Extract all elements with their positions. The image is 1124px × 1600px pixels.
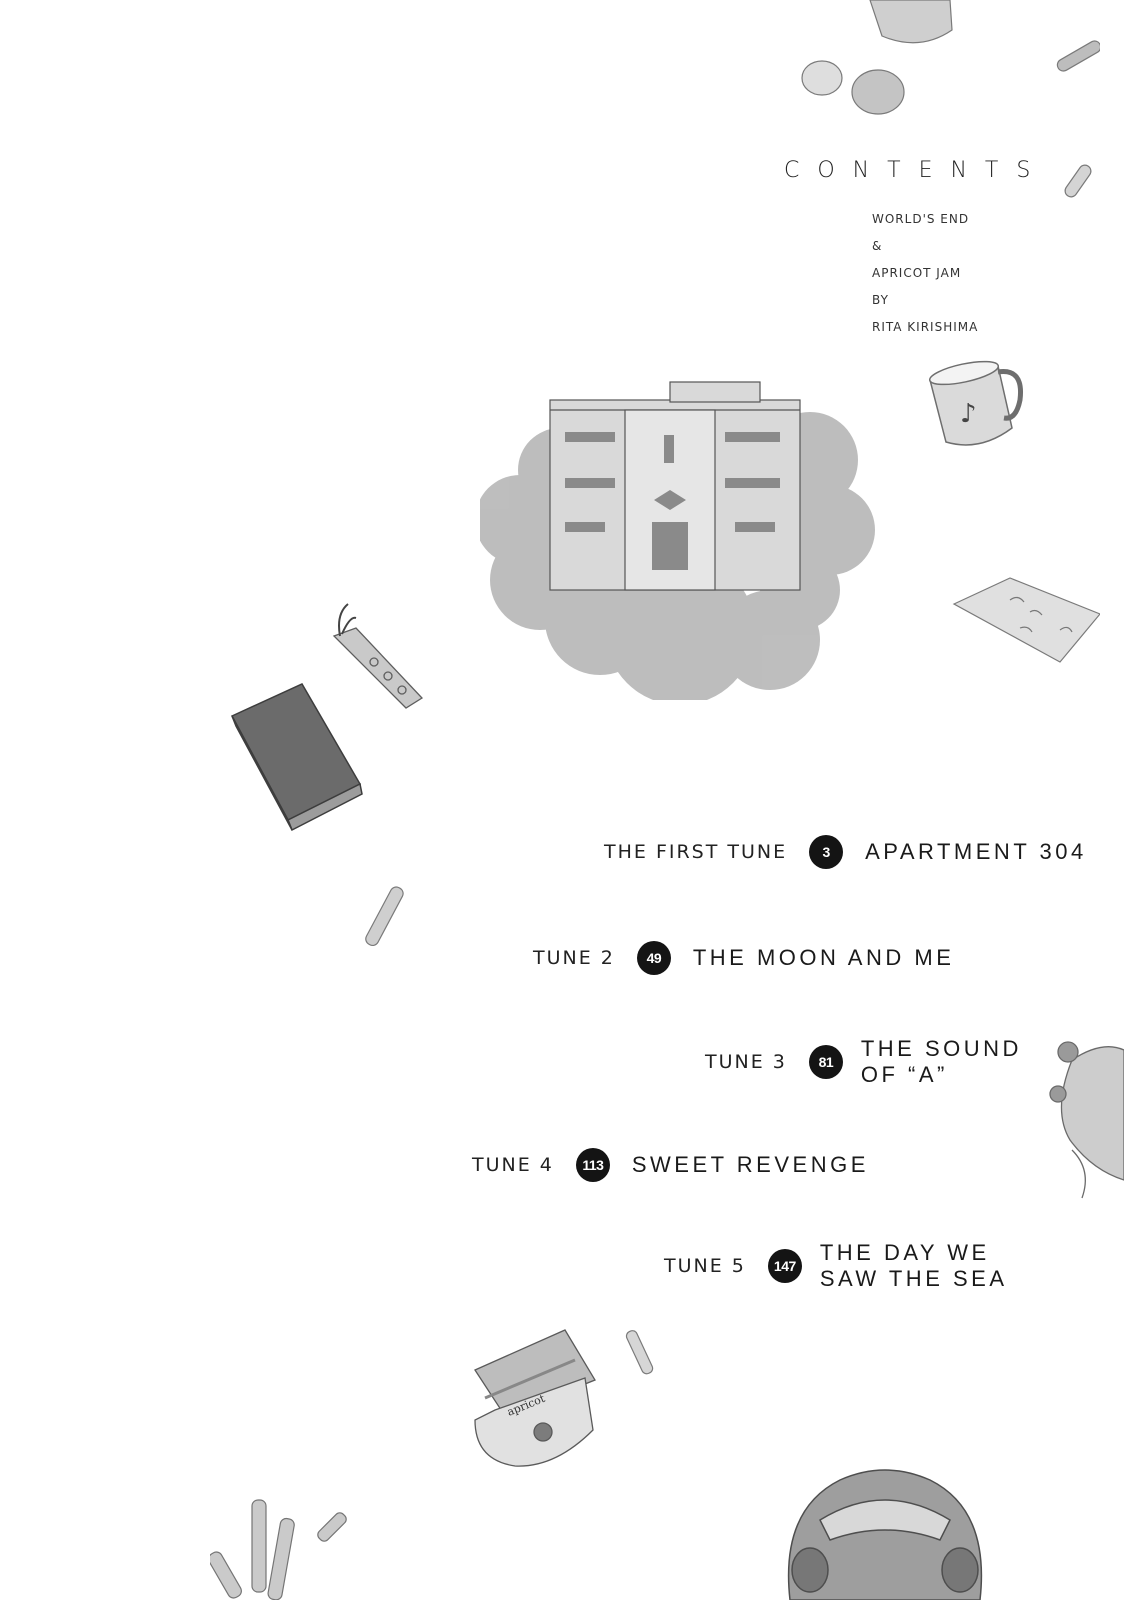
page-number-badge: 147: [767, 1249, 802, 1283]
chalk-stick-icon: [365, 886, 404, 947]
subtitle-line: RITA KIRISHIMA: [872, 320, 979, 334]
toc-entry[interactable]: TUNE 5 147 THE DAY WE SAW THE SEA: [664, 1240, 1008, 1292]
chapter-title-line: APARTMENT 304: [865, 839, 1087, 864]
page-number-badge: 113: [575, 1148, 610, 1182]
tune-label: TUNE 3: [705, 1051, 787, 1073]
chapter-title: THE DAY WE SAW THE SEA: [820, 1240, 1008, 1292]
notebook-illustration: [230, 683, 363, 832]
page-number-badge: 81: [808, 1045, 843, 1079]
tune-label: TUNE 2: [533, 947, 615, 969]
apricot-jam-jar-illustration: apricot: [474, 1329, 596, 1467]
tune-label: THE FIRST TUNE: [604, 841, 788, 863]
page-number-badge: 49: [636, 941, 671, 975]
bookmark-illustration: [332, 603, 424, 709]
book-subtitle: WORLD'S END & APRICOT JAM BY RITA KIRISH…: [872, 206, 978, 341]
page-title: CONTENTS: [784, 158, 1049, 183]
chapter-title-line: OF “A”: [860, 1062, 948, 1087]
chapter-title-line: SAW THE SEA: [819, 1266, 1008, 1291]
chalk-stick-icon: [625, 1330, 654, 1375]
chapter-title-line: THE MOON AND ME: [692, 945, 955, 970]
chapter-title-line: THE DAY WE: [819, 1240, 990, 1265]
toc-entry[interactable]: TUNE 3 81 THE SOUND OF “A”: [705, 1036, 1022, 1088]
subtitle-line: BY: [872, 293, 889, 307]
chapter-title: THE MOON AND ME: [693, 945, 955, 971]
car-illustration: [787, 1469, 983, 1600]
crayons-illustration: [210, 1499, 347, 1600]
tune-label: TUNE 5: [664, 1255, 746, 1277]
toc-entry[interactable]: TUNE 4 113 SWEET REVENGE: [472, 1148, 869, 1182]
svg-text:♪: ♪: [960, 399, 977, 429]
toc-entry[interactable]: TUNE 2 49 THE MOON AND ME: [533, 941, 954, 975]
subtitle-line: APRICOT JAM: [872, 266, 962, 280]
page-number-badge: 3: [809, 835, 844, 869]
chapter-title-line: SWEET REVENGE: [631, 1152, 869, 1177]
subtitle-line: WORLD'S END: [872, 212, 970, 226]
subtitle-line: &: [872, 239, 883, 253]
toc-entry[interactable]: THE FIRST TUNE 3 APARTMENT 304: [604, 835, 1087, 869]
chalk-stick-icon: [1064, 164, 1092, 198]
apartment-building-illustration: [480, 381, 875, 700]
mug-icon: ♪: [928, 360, 1024, 446]
pouch-illustration: [1049, 1041, 1124, 1199]
chapter-title-line: THE SOUND: [860, 1036, 1022, 1061]
folded-note-illustration: [952, 577, 1100, 663]
chapter-title: THE SOUND OF “A”: [861, 1036, 1022, 1088]
chapter-title: APARTMENT 304: [865, 839, 1087, 865]
tune-label: TUNE 4: [472, 1154, 554, 1176]
chapter-title: SWEET REVENGE: [632, 1152, 869, 1178]
jar-top-illustration: [801, 0, 1100, 115]
